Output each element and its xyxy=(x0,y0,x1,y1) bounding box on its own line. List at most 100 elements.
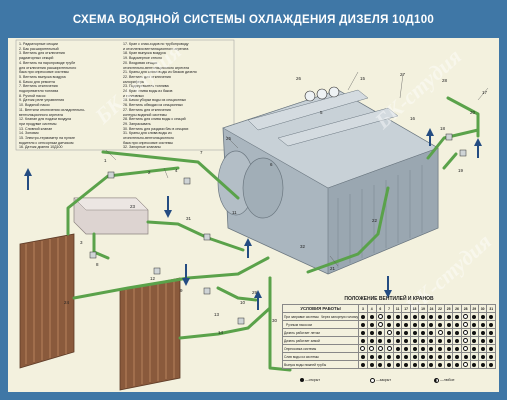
valve-state-cell xyxy=(392,360,403,369)
closed-dot-icon xyxy=(386,346,392,351)
legend-item: при продувке системы xyxy=(19,121,57,126)
closed-dot-icon xyxy=(437,330,443,335)
valve-state-cell xyxy=(358,344,368,353)
callout-number: 17 xyxy=(482,90,488,95)
valve-state-cell xyxy=(401,352,411,361)
valve-state-cell xyxy=(452,344,462,353)
table-row: Слив воды из системы xyxy=(281,352,496,361)
key-closed: — закрыт xyxy=(370,378,391,383)
open-dot-icon xyxy=(412,314,417,319)
callout-number: 9 xyxy=(180,288,183,293)
open-dot-icon xyxy=(489,362,494,367)
open-dot-icon xyxy=(421,362,425,367)
callout-number: 8 xyxy=(96,262,99,267)
table-title: ПОЛОЖЕНИЕ ВЕНТИЛЕЙ И КРАНОВ xyxy=(344,296,434,302)
valve-state-cell xyxy=(435,344,445,353)
open-dot-icon xyxy=(378,338,383,343)
open-dot-icon xyxy=(300,378,304,383)
legend-item: 22. Вентиль для отключения xyxy=(123,74,171,79)
open-dot-icon xyxy=(438,346,443,351)
open-dot-icon xyxy=(387,322,392,327)
open-dot-icon xyxy=(446,338,451,343)
open-dot-icon xyxy=(421,354,425,359)
valve-state-cell xyxy=(469,352,479,361)
open-dot-icon xyxy=(360,330,365,335)
open-dot-icon xyxy=(446,362,451,367)
valve-state-cell xyxy=(375,328,386,337)
valve-state-cell xyxy=(452,352,462,361)
valve-state-cell xyxy=(435,352,445,361)
valve-state-cell xyxy=(358,352,368,361)
legend-item: радиаторных секций xyxy=(19,56,54,61)
valve-state-cell xyxy=(375,344,386,353)
legend-item: 4. Вентиль на паропроводе трубе xyxy=(19,60,76,65)
valve-state-cell xyxy=(426,328,437,337)
valve-state-cell xyxy=(452,312,462,321)
open-dot-icon xyxy=(404,314,409,319)
valve-state-cell xyxy=(418,344,428,353)
legend-item: 17. Кран с спаи-ходов по трубопроводу xyxy=(123,42,189,46)
legend-item: отопительно-вентиляционного агрегата xyxy=(123,65,189,70)
valve-state-cell xyxy=(426,352,437,361)
open-dot-icon xyxy=(455,322,460,327)
open-dot-icon xyxy=(395,330,400,335)
valve-column-header: 26 xyxy=(452,304,462,313)
closed-dot-icon xyxy=(463,330,469,335)
open-dot-icon xyxy=(360,338,365,343)
open-dot-icon xyxy=(421,346,425,351)
legend-item: 12. Клапан для подачи воздуха xyxy=(19,117,72,122)
callout-number: 22 xyxy=(372,218,378,223)
valve-column-header: 7 xyxy=(384,304,394,313)
valve-state-cell xyxy=(401,360,411,369)
open-dot-icon xyxy=(421,314,425,319)
legend-item: отопительно-вентиляционного xyxy=(123,136,174,141)
valve-state-cell xyxy=(486,336,496,345)
valve-state-cell xyxy=(452,328,462,337)
cooling-system-diagram xyxy=(15,39,489,391)
legend-item: 6. Бачок для ремонта xyxy=(19,79,55,84)
callout-number: 24 xyxy=(64,300,70,305)
open-dot-icon xyxy=(369,338,374,343)
key-closed-label: закрыт xyxy=(379,378,392,382)
legend-item: 32. Запорные клапаны xyxy=(123,145,161,150)
key-open: — открыт xyxy=(300,378,320,383)
callout-number: 26 xyxy=(296,76,302,81)
callout-number: 15 xyxy=(360,76,366,81)
legend-item: 28. Вентиль для слива воды с секций xyxy=(123,117,186,122)
open-dot-icon xyxy=(412,330,417,335)
valve-column-header: 4 xyxy=(366,304,377,313)
open-dot-icon xyxy=(489,322,494,327)
legend-item: бака при опрессовке системы xyxy=(123,140,173,145)
legend-item: 11. Вентили отключения охладительно- xyxy=(19,107,86,112)
closed-dot-icon xyxy=(370,378,375,383)
open-dot-icon xyxy=(369,354,374,359)
valve-state-cell xyxy=(460,352,471,361)
valve-state-cell xyxy=(460,312,471,321)
valve-state-cell xyxy=(435,312,445,321)
valve-state-cell xyxy=(426,320,437,329)
valve-state-cell xyxy=(392,328,403,337)
valve-state-cell xyxy=(435,360,445,369)
open-dot-icon xyxy=(412,354,417,359)
open-dot-icon xyxy=(472,330,477,335)
callout-number: 19 xyxy=(458,168,464,173)
legend-item: вентиляционного агрегата xyxy=(19,112,63,117)
valve-state-cell xyxy=(409,312,420,321)
open-dot-icon xyxy=(378,362,383,367)
valve-state-cell xyxy=(384,360,394,369)
callout-number: 14 xyxy=(218,330,224,335)
legend-item: подогревателя топлива xyxy=(19,89,59,94)
valve-state-cell xyxy=(477,344,488,353)
poster-title: СХЕМА ВОДЯНОЙ СИСТЕМЫ ОХЛАЖДЕНИЯ ДИЗЕЛЯ … xyxy=(72,14,435,26)
valve-column-header: 18 xyxy=(409,304,420,313)
valve-state-cell xyxy=(401,320,411,329)
valve-state-cell xyxy=(435,336,445,345)
callout-number: 5 xyxy=(320,110,323,115)
valve-column-header: 19 xyxy=(418,304,428,313)
valve-state-cell xyxy=(460,320,471,329)
closed-dot-icon xyxy=(463,346,469,351)
